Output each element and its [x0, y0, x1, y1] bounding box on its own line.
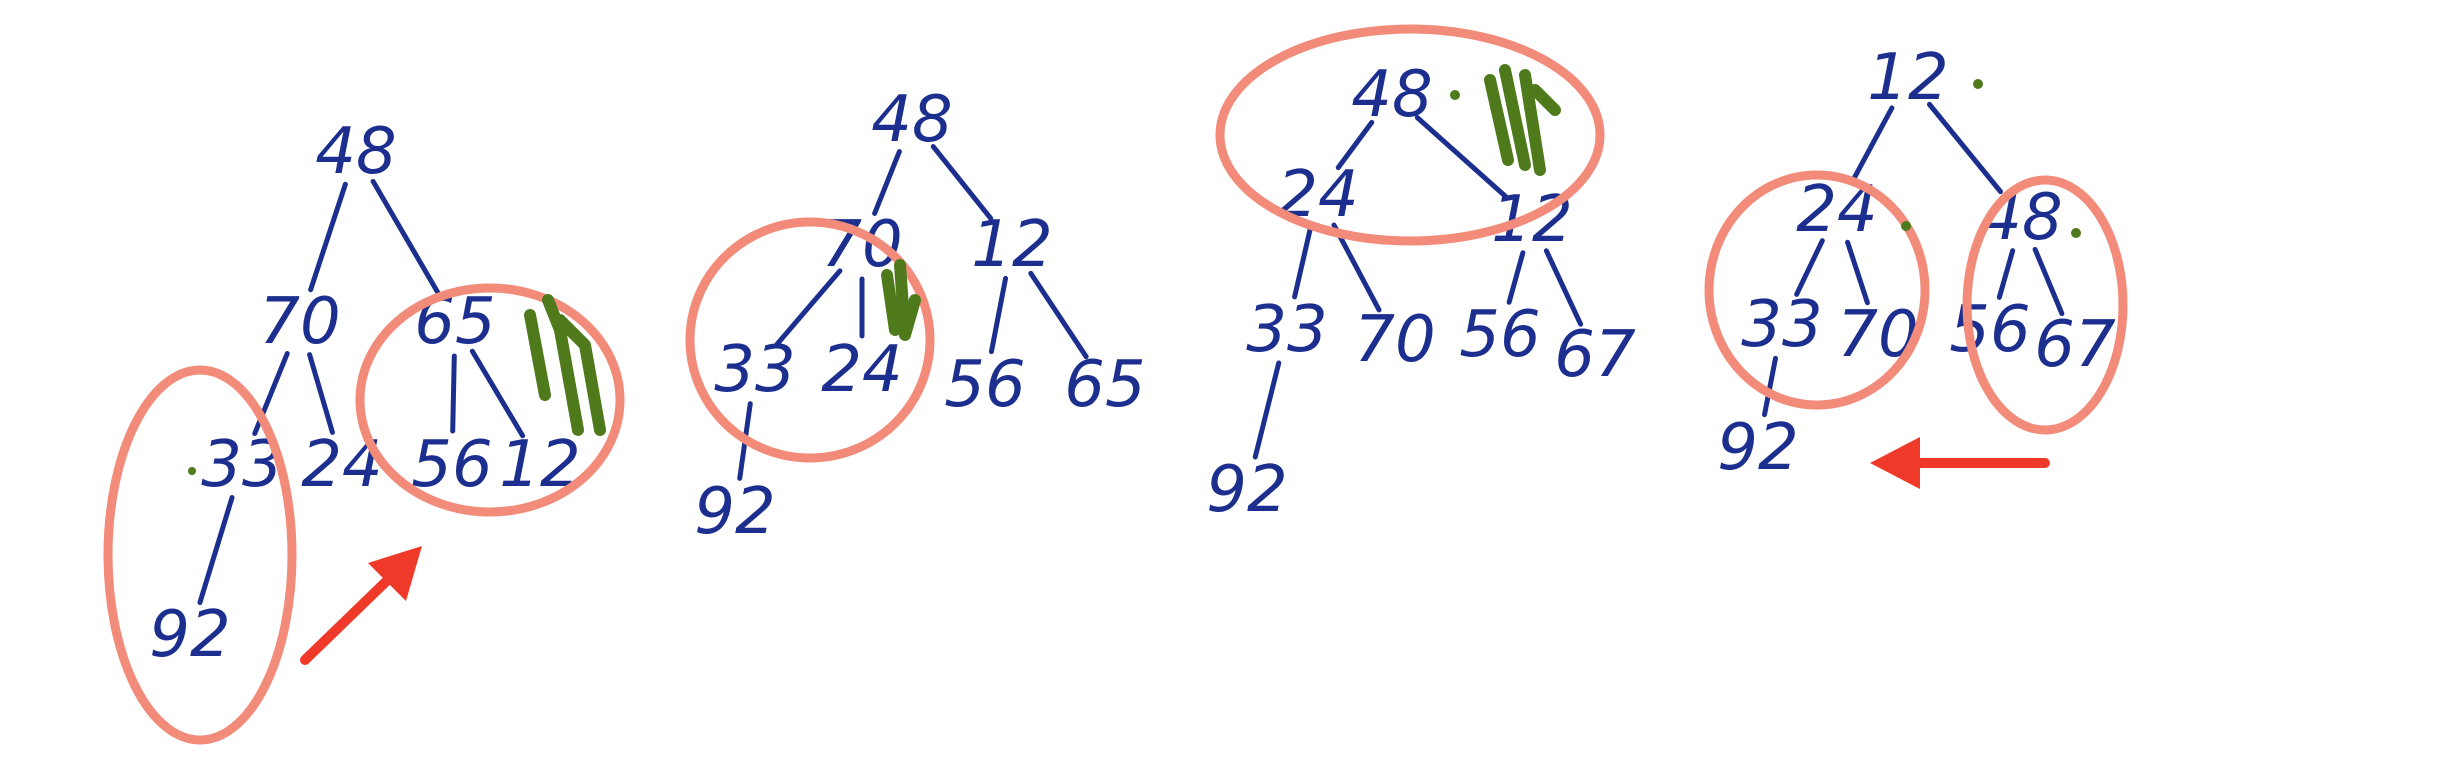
tree-node-value: 92 — [149, 598, 230, 672]
highlight-circle — [1704, 170, 1930, 410]
tree-edge — [1331, 222, 1382, 313]
tree-edge — [1335, 119, 1375, 171]
highlight-circle — [685, 217, 935, 463]
tree-node-value: 67 — [1554, 318, 1636, 392]
dot-mark — [1973, 79, 1983, 89]
tree-node-value: 67 — [2034, 308, 2116, 382]
check-scribble — [881, 259, 921, 341]
arrow-head — [368, 546, 422, 601]
tree-node-value: 33 — [1741, 288, 1822, 362]
tree-edge — [1926, 101, 2004, 195]
tree-node-value: 70 — [1354, 303, 1435, 377]
tree-node-value: 56 — [1949, 293, 2030, 367]
tree-edge — [1850, 105, 1895, 183]
tree-edge — [872, 149, 902, 216]
tree-edge — [197, 495, 235, 605]
tree-edge — [1252, 360, 1282, 460]
tree-node-value: 12 — [971, 208, 1052, 282]
tree-edge — [2032, 246, 2065, 317]
tree-node-value: 65 — [1064, 348, 1145, 422]
tree-edge — [1543, 248, 1584, 327]
tree-edge — [469, 348, 526, 439]
tree-edge — [1762, 355, 1778, 418]
arrow — [300, 563, 405, 665]
tree-node-value: 70 — [259, 285, 340, 359]
tree-node-value: 92 — [1206, 453, 1287, 527]
dot-mark — [1450, 90, 1460, 100]
tree-edge — [307, 352, 335, 435]
annotations — [103, 24, 2128, 745]
tree-edge — [1794, 238, 1825, 297]
dot-mark — [188, 467, 196, 475]
tree-edge — [774, 268, 843, 347]
tree-edge — [988, 275, 1009, 355]
tree-edge — [450, 353, 457, 434]
tree-node-value: 48 — [1981, 181, 2062, 255]
tree-node-value: 56 — [1459, 298, 1540, 372]
tree-node-value: 12 — [1867, 41, 1948, 115]
check-scribble — [524, 294, 606, 436]
tree-node-value: 33 — [714, 333, 795, 407]
tree-node-value: 48 — [315, 115, 396, 189]
tree-node-value: 56 — [411, 428, 492, 502]
tree-edge — [1506, 250, 1526, 305]
highlight-circle — [1962, 175, 2128, 435]
tree-edge — [1414, 115, 1510, 200]
tree-node-value: 48 — [1351, 58, 1432, 132]
tree-edge — [1028, 270, 1089, 360]
tree-node-value: 48 — [871, 83, 952, 157]
highlight-circle — [1215, 24, 1605, 246]
highlight-circle — [103, 365, 297, 745]
tree-edge — [1845, 239, 1870, 306]
tree-edge — [930, 144, 994, 221]
tree-edge — [308, 181, 348, 293]
tree-node-value: 24 — [821, 333, 902, 407]
tree-node-value: 92 — [694, 475, 775, 549]
dot-mark — [1901, 221, 1911, 231]
tree-node-value: 92 — [1717, 411, 1798, 485]
tree-edge — [1996, 248, 2016, 300]
arrow-head — [1870, 437, 1920, 489]
highlight-circle — [355, 283, 625, 517]
check-scribble — [1484, 64, 1561, 176]
tree-edge — [1292, 225, 1313, 300]
dot-mark — [2071, 228, 2081, 238]
tree-node-value: 33 — [1246, 293, 1327, 367]
tree-edge — [370, 178, 441, 296]
tree-node-value: 56 — [944, 348, 1025, 422]
